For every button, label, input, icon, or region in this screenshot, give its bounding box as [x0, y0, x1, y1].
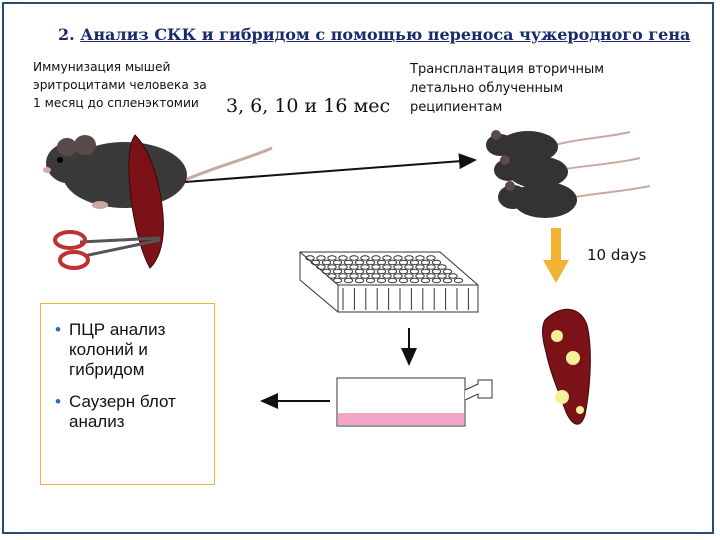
well: [327, 273, 337, 279]
well: [431, 259, 442, 266]
well: [365, 277, 376, 284]
analysis-item-southern: •Саузерн блот анализ: [55, 392, 176, 431]
well: [360, 255, 370, 261]
well: [376, 268, 387, 275]
yellow-down-arrow: [543, 228, 569, 283]
well: [382, 264, 392, 270]
well: [310, 259, 321, 266]
well: [316, 255, 326, 261]
well: [409, 277, 420, 284]
well: [426, 255, 436, 261]
well: [398, 259, 409, 266]
well: [338, 264, 348, 270]
well: [442, 268, 453, 275]
well: [321, 268, 332, 275]
bullet-icon: •: [55, 320, 61, 339]
well: [338, 273, 348, 279]
well: [409, 259, 420, 266]
well: [404, 264, 414, 270]
well: [398, 268, 409, 275]
well: [343, 259, 354, 266]
well: [354, 277, 365, 284]
well: [393, 273, 403, 279]
analysis-box: •ПЦР анализ колоний и гибридом •Саузерн …: [40, 303, 215, 485]
well: [393, 264, 403, 270]
well: [420, 277, 431, 284]
well: [415, 264, 425, 270]
well: [354, 259, 365, 266]
well: [442, 277, 453, 284]
colony-spleen-icon: [542, 308, 591, 425]
recipient-mice-icon: [486, 130, 651, 218]
scissors-icon: [53, 230, 161, 270]
well: [404, 273, 414, 279]
well: [343, 277, 354, 284]
arrow-to-recipients: [184, 153, 477, 183]
well: [376, 277, 387, 284]
well: [393, 255, 403, 261]
well: [404, 255, 414, 261]
well: [431, 268, 442, 275]
well: [332, 277, 343, 284]
immunization-label: Иммунизация мышей эритроцитами человека …: [33, 60, 207, 110]
well: [426, 273, 436, 279]
well: [354, 268, 365, 275]
well: [420, 259, 431, 266]
title-number: 2.: [58, 25, 75, 44]
well: [360, 264, 370, 270]
transplant-label: Трансплантация вторичным летально облуче…: [410, 62, 605, 115]
days-label: 10 days: [587, 246, 647, 264]
well: [349, 255, 359, 261]
well: [349, 273, 359, 279]
months-label: 3, 6, 10 и 16 мес: [226, 95, 391, 117]
well: [316, 264, 326, 270]
well: [426, 264, 436, 270]
well: [332, 259, 343, 266]
well: [382, 255, 392, 261]
well: [343, 268, 354, 275]
bullet-icon: •: [55, 392, 61, 411]
well: [338, 255, 348, 261]
title-text: Анализ СКК и гибридом с помощью переноса…: [80, 25, 691, 44]
well: [387, 268, 398, 275]
well: [415, 255, 425, 261]
well: [431, 277, 442, 284]
well: [409, 268, 420, 275]
well: [360, 273, 370, 279]
culture-flask-icon: [336, 377, 493, 427]
well: [349, 264, 359, 270]
well: [365, 268, 376, 275]
well: [437, 264, 447, 270]
slide-title: 2. Анализ СКК и гибридом с помощью перен…: [58, 25, 690, 44]
well: [376, 259, 387, 266]
well: [365, 259, 376, 266]
well: [415, 273, 425, 279]
well: [448, 273, 458, 279]
well: [321, 259, 332, 266]
well: [371, 273, 381, 279]
well: [371, 264, 381, 270]
well: [327, 264, 337, 270]
well: [305, 255, 315, 261]
well: [332, 268, 343, 275]
well-plate-icon: [299, 251, 479, 313]
well: [453, 277, 464, 284]
analysis-item-pcr: •ПЦР анализ колоний и гибридом: [55, 320, 166, 379]
well: [382, 273, 392, 279]
well: [387, 277, 398, 284]
well: [398, 277, 409, 284]
well: [327, 255, 337, 261]
well: [371, 255, 381, 261]
well: [437, 273, 447, 279]
well: [387, 259, 398, 266]
spleen-icon: [128, 134, 164, 269]
well: [420, 268, 431, 275]
